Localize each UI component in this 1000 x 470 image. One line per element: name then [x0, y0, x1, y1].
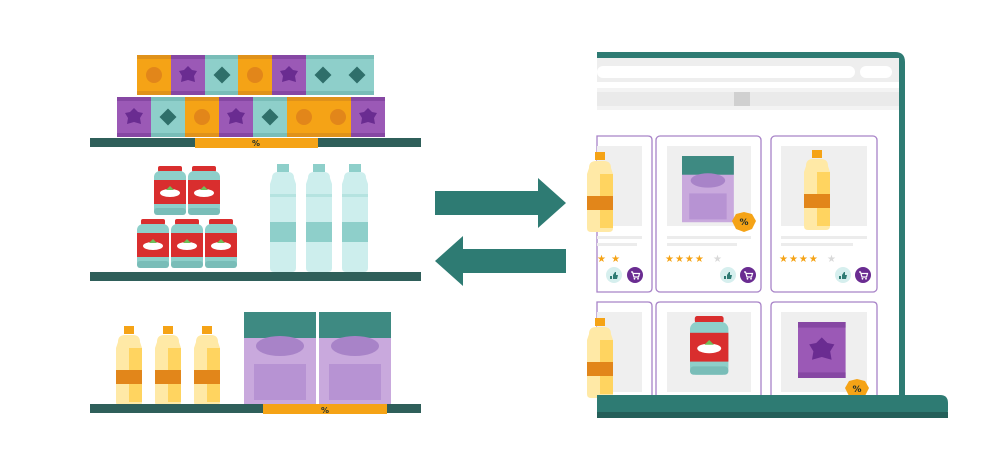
shelf-bottom-price-tag [263, 404, 387, 414]
cereal-boxes [244, 312, 391, 404]
browser-tab[interactable] [597, 66, 855, 78]
shelf-bottom-price-label: % [321, 406, 329, 415]
like-icon[interactable] [720, 267, 736, 283]
cans-row-lower [117, 97, 385, 137]
rating-stars: ★★★★ [665, 254, 705, 265]
rating-empty-star: ★ [827, 254, 837, 265]
laptop-base-shadow [597, 412, 948, 418]
shelf-bottom [90, 404, 421, 413]
svg-text:%: % [739, 218, 748, 228]
exchange-arrows-icon [435, 178, 566, 286]
shelf-top-price-tag [195, 138, 318, 148]
product-card-oil-partial-bottom[interactable] [587, 301, 653, 398]
rating-stars: ★ ★ [597, 254, 621, 265]
discount-badge: % [732, 212, 756, 232]
discount-badge: % [845, 379, 869, 399]
cart-icon[interactable] [739, 266, 757, 284]
browser-search-button[interactable] [734, 92, 750, 106]
cart-icon[interactable] [854, 266, 872, 284]
svg-text:%: % [852, 385, 861, 395]
product-card-oil[interactable]: ★★★★ ★ [770, 135, 878, 293]
product-card-oil-partial[interactable]: ★ ★ [587, 135, 653, 293]
store-shelves: % % [90, 55, 421, 415]
like-icon[interactable] [835, 267, 851, 283]
product-card-jar[interactable] [655, 301, 762, 396]
cans-row-upper [137, 55, 374, 95]
like-icon[interactable] [606, 267, 622, 283]
shelf-top-price-label: % [252, 139, 260, 148]
cart-icon[interactable] [626, 266, 644, 284]
oil-bottles [116, 326, 220, 406]
jars [137, 166, 237, 268]
laptop: ★ ★ % ★★★★ ★ ★★★★ [587, 52, 948, 418]
water-bottles [270, 164, 368, 272]
shelf-middle [90, 272, 421, 281]
arrow-left-icon [435, 236, 566, 286]
rating-empty-star: ★ [713, 254, 723, 265]
product-card-cereal[interactable]: % ★★★★ ★ [655, 135, 762, 293]
arrow-right-icon [435, 178, 566, 228]
browser-menu-button[interactable] [860, 66, 892, 78]
rating-stars: ★★★★ [779, 254, 819, 265]
product-card-can[interactable]: % [770, 301, 878, 399]
